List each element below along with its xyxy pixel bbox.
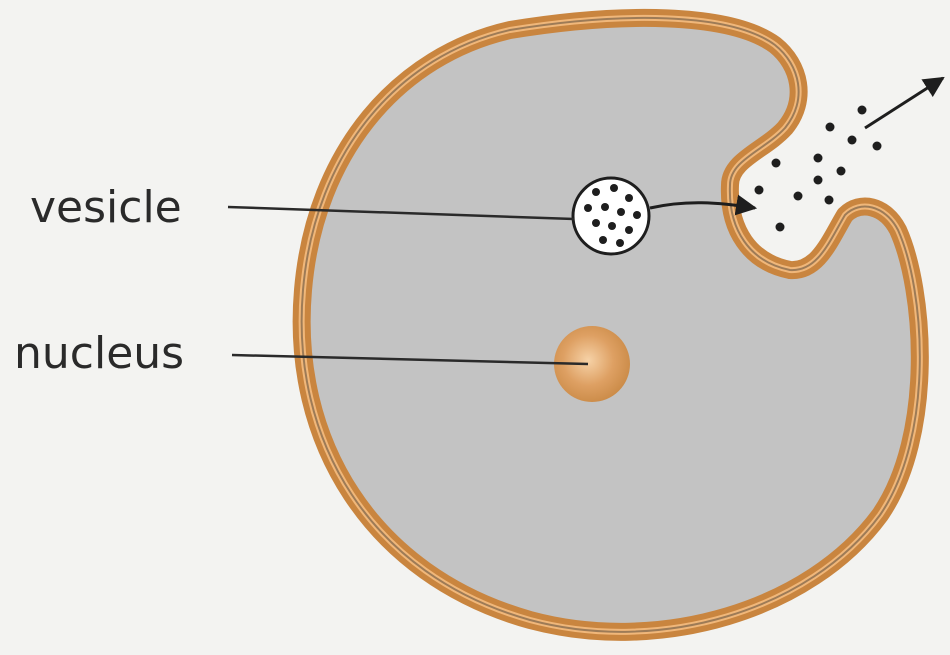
nucleus-label: nucleus — [14, 328, 184, 379]
vesicle — [573, 178, 649, 254]
vesicle-label: vesicle — [30, 182, 182, 233]
